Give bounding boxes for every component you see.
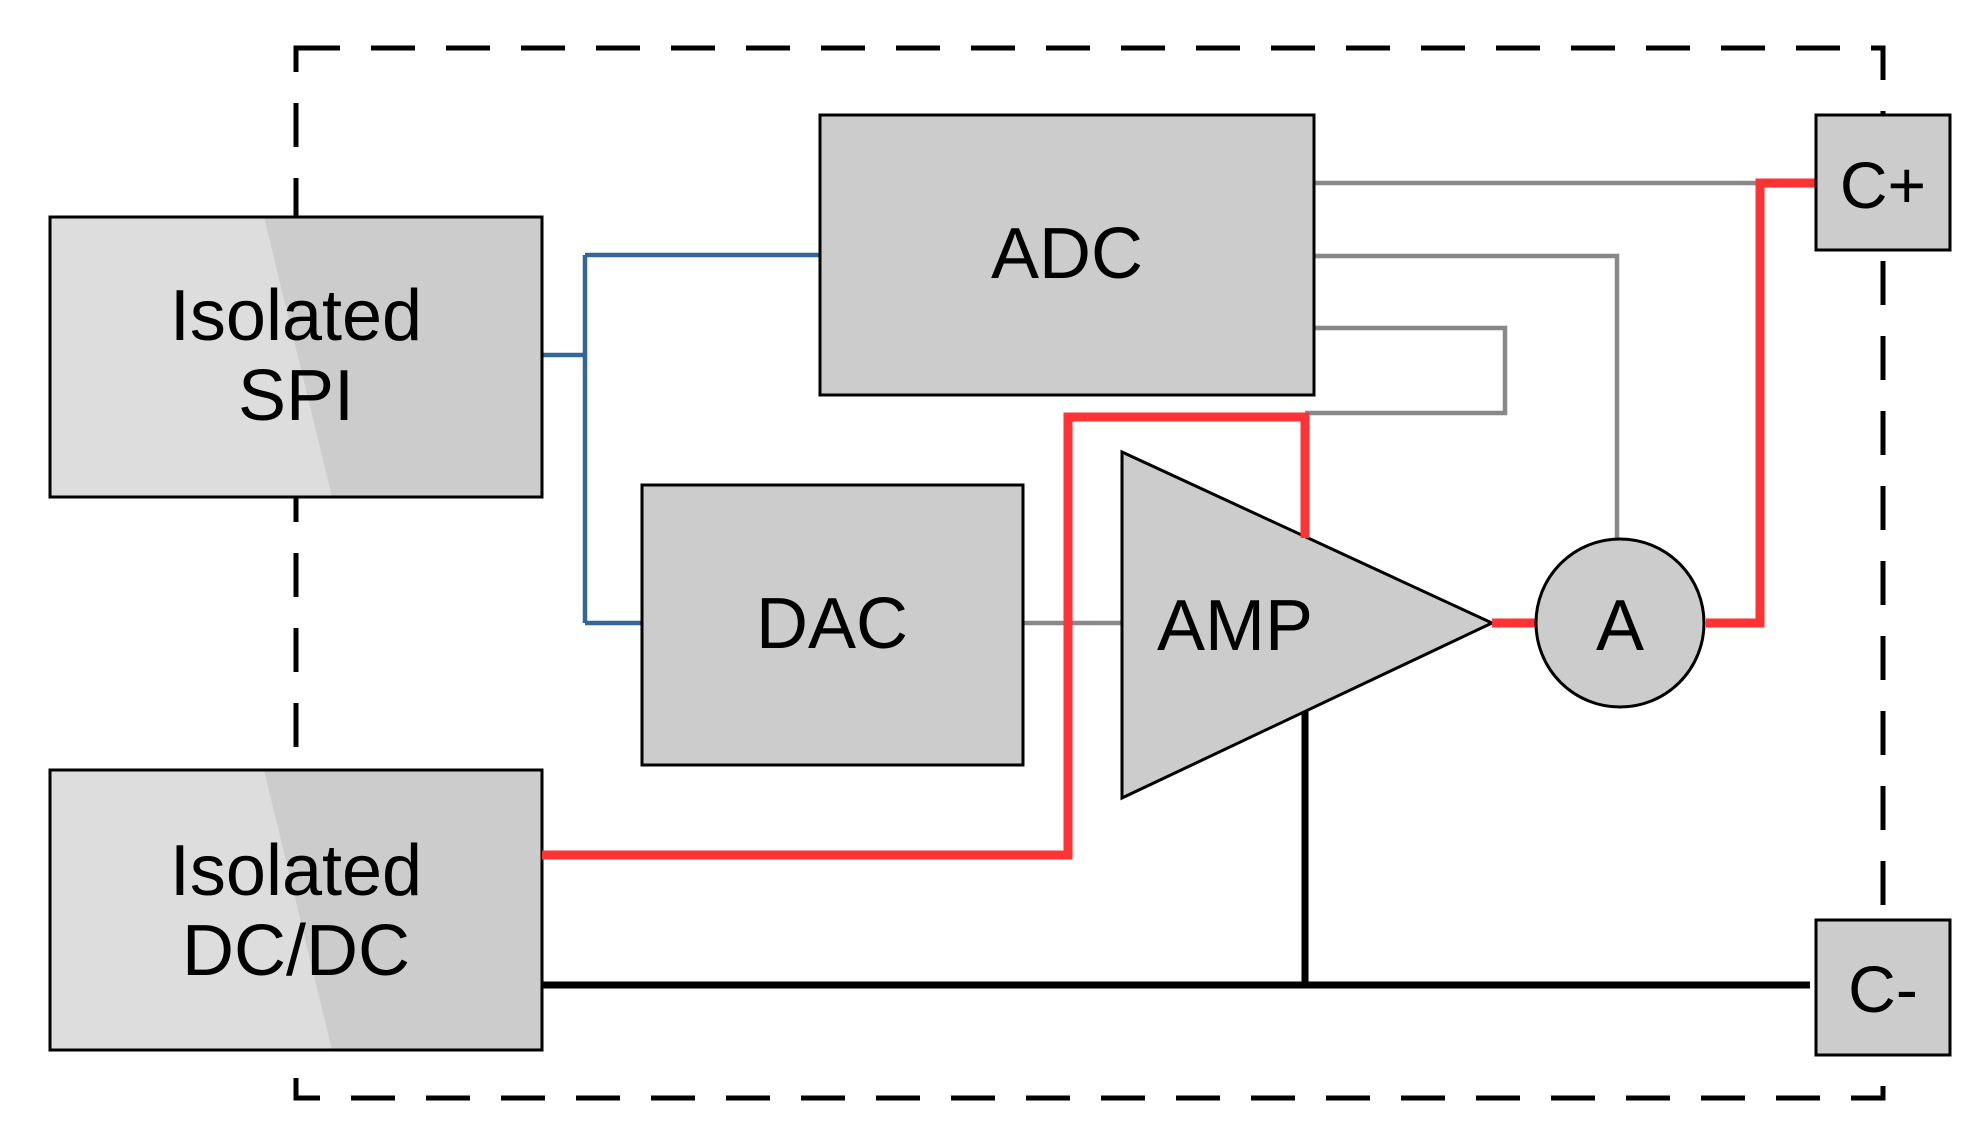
- power-wires: [542, 178, 1816, 860]
- adc-label: ADC: [991, 214, 1143, 294]
- dac-block: DAC: [640, 483, 1025, 767]
- ammeter: A: [1534, 537, 1706, 709]
- isolated-spi-label-line2: SPI: [238, 356, 354, 436]
- ground-wires: [542, 707, 1810, 989]
- spi-bus: [542, 252, 820, 626]
- isolation-boundary: [293, 45, 1886, 1101]
- isolated-dcdc-block: Isolated DC/DC: [48, 768, 544, 1052]
- amp-label: AMP: [1157, 586, 1313, 666]
- dac-label: DAC: [756, 584, 908, 664]
- isolated-spi-label-line1: Isolated: [170, 276, 422, 356]
- isolated-spi-block: Isolated SPI: [48, 215, 544, 499]
- terminal-positive: C+: [1814, 113, 1952, 252]
- isolated-dcdc-label-line2: DC/DC: [182, 911, 410, 991]
- adc-block: ADC: [818, 113, 1316, 397]
- isolated-dcdc-label-line1: Isolated: [170, 831, 422, 911]
- ammeter-label: A: [1596, 586, 1644, 666]
- terminal-negative: C-: [1814, 918, 1952, 1057]
- terminal-positive-label: C+: [1840, 148, 1926, 222]
- terminal-negative-label: C-: [1848, 952, 1918, 1026]
